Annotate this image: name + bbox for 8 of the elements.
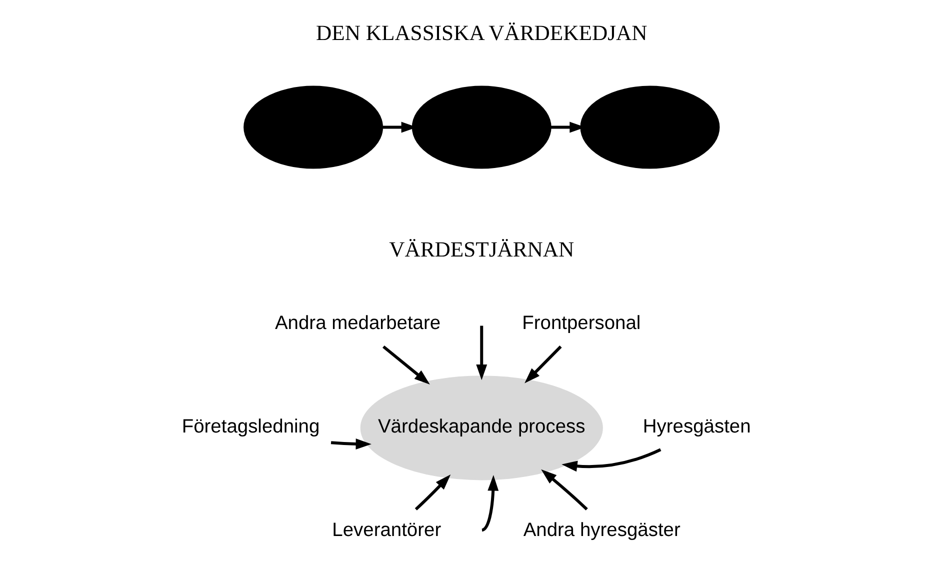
- node-text: Hyresgästen: [642, 416, 750, 438]
- label: VÄRDESTJÄRNAN: [388, 237, 574, 262]
- node-text: Andra hyresgäster: [522, 520, 680, 541]
- node-text: Leverantörer: [332, 520, 441, 541]
- node-text: Företagsledning: [181, 416, 320, 438]
- node-text: Frontpersonal: [522, 313, 640, 334]
- node-text: Andra medarbetare: [274, 313, 440, 334]
- label: DEN KLASSISKA VÄRDEKEDJAN: [316, 20, 647, 45]
